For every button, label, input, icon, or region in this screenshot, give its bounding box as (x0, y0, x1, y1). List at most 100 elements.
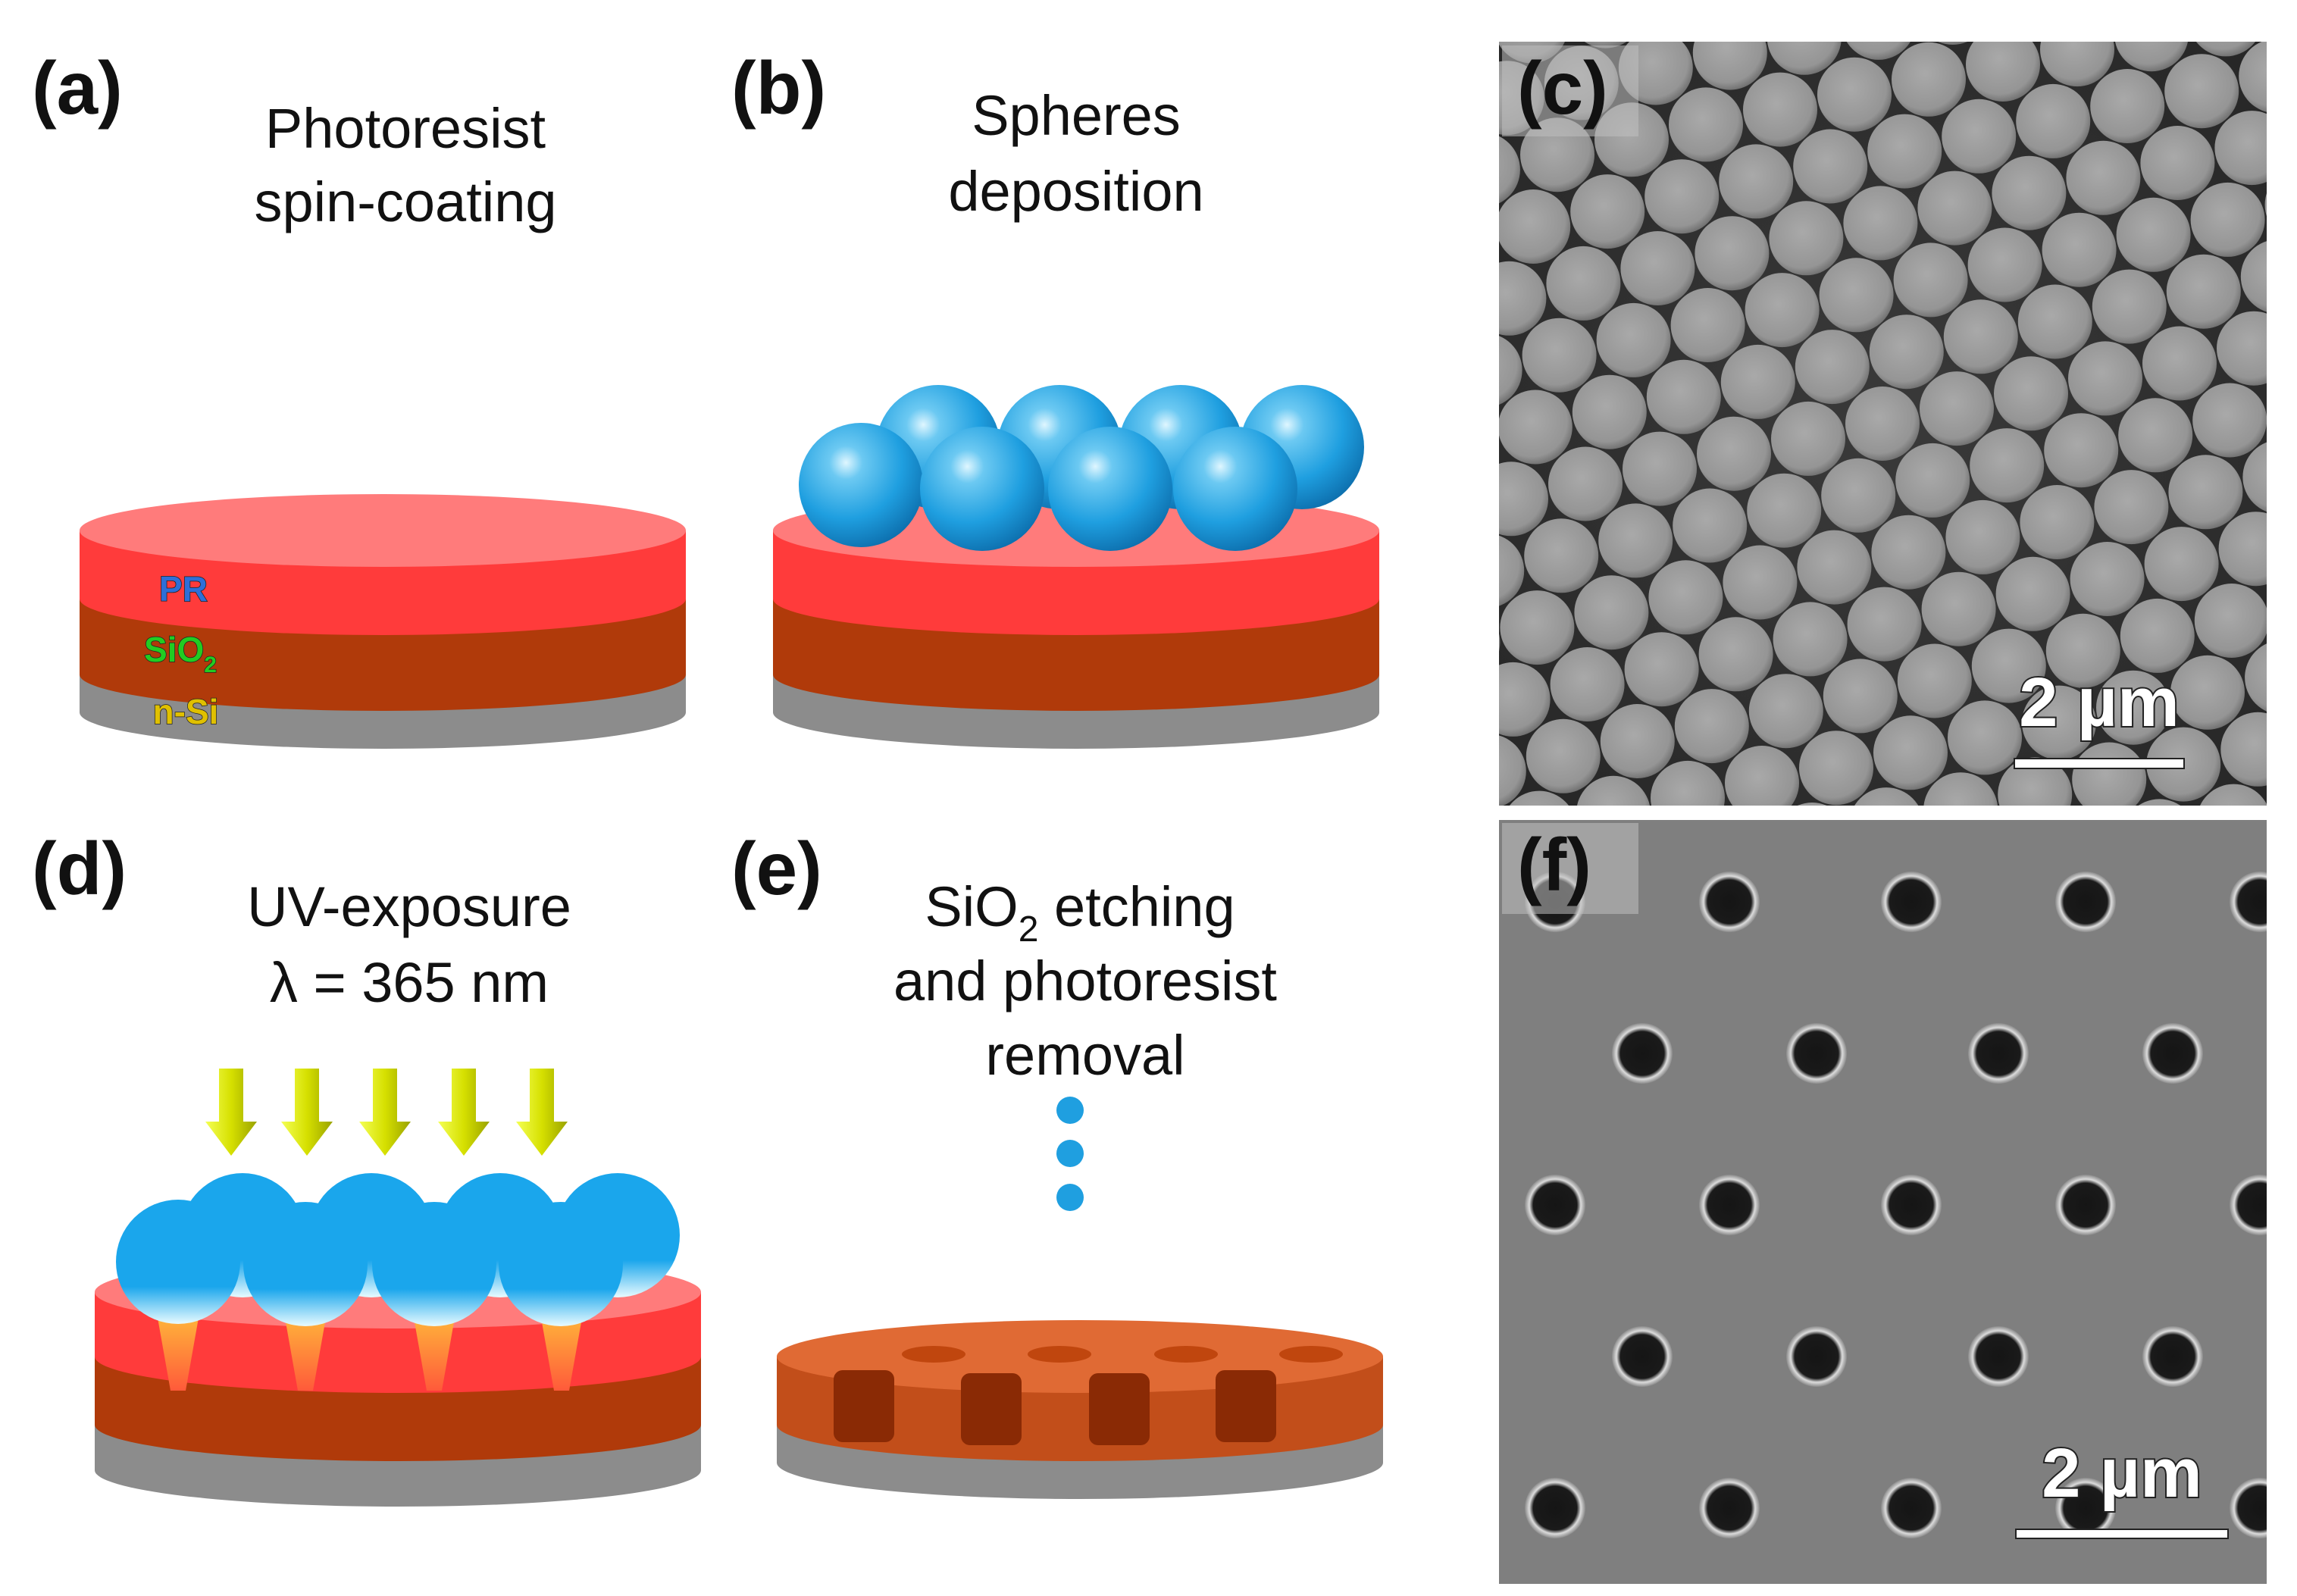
panel-a-title-line1: Photoresist (265, 97, 546, 160)
dot (1056, 1097, 1084, 1124)
sem-sphere (2218, 512, 2267, 587)
sem-sphere (1920, 371, 1994, 446)
sem-sphere (1499, 189, 1571, 264)
panel-c-label: (c) (1517, 46, 1608, 130)
sem-hole (1881, 1478, 1942, 1538)
sem-sphere (1719, 144, 1794, 219)
sem-sphere (1692, 42, 1767, 90)
sem-sphere (1821, 458, 1896, 533)
sem-sphere (1747, 473, 1822, 548)
sem-sphere (2068, 341, 2142, 416)
sphere-monolayer-b (799, 385, 1364, 551)
hole (902, 1346, 965, 1363)
sem-hole (2142, 1326, 2203, 1387)
sem-sphere (1846, 42, 1911, 60)
sem-sphere (1797, 530, 1872, 605)
sem-hole (1786, 1023, 1847, 1084)
sem-sphere (2118, 398, 2193, 473)
sem-sphere (2020, 485, 2095, 559)
sem-sphere (2195, 42, 2256, 57)
sem-sphere (2240, 241, 2267, 312)
sem-sphere (2017, 284, 2092, 359)
hole (1154, 1346, 1218, 1363)
sem-sphere (2200, 784, 2267, 806)
sem-sphere (2120, 598, 2195, 673)
sem-sphere (1499, 735, 1526, 806)
sem-sphere (1819, 258, 1894, 333)
sem-sphere (1869, 315, 1944, 390)
sem-sphere (1572, 374, 1647, 449)
sem-sphere (1797, 803, 1827, 806)
sem-sphere (1745, 273, 1820, 348)
uv-arrow (205, 1069, 257, 1156)
sphere (799, 423, 923, 547)
sem-hole (2230, 872, 2267, 932)
sem-sphere (1651, 760, 1725, 806)
sem-sphere (1938, 42, 1968, 45)
continuation-dots (1056, 1097, 1084, 1211)
sem-sphere (1845, 386, 1920, 461)
panel-f-label: (f) (1517, 823, 1591, 906)
nsi-layer-label: n-Si (153, 692, 219, 731)
sem-sphere (1720, 344, 1795, 419)
sem-sphere (2264, 192, 2267, 217)
sem-sphere (2140, 126, 2215, 200)
sem-sphere (1596, 302, 1671, 377)
sphere (372, 1202, 496, 1326)
sem-sphere (1854, 787, 1919, 806)
panel-d-title-line1: UV-exposure (247, 875, 571, 938)
sem-sphere (2040, 42, 2114, 87)
panel-b-label: (b) (731, 46, 826, 130)
sem-sphere (1998, 757, 2073, 806)
sem-hole (2055, 1478, 2116, 1538)
panel-e-title-line3: removal (985, 1024, 1184, 1087)
sem-sphere (2166, 254, 2241, 329)
panel-f-label-box (1502, 823, 1638, 914)
sem-sphere (1945, 499, 2020, 574)
sem-sphere (1674, 689, 1749, 764)
sem-hole (1699, 1478, 1760, 1538)
sem-sphere (1843, 186, 1918, 261)
sem-sphere (1620, 231, 1695, 305)
sem-sphere (2066, 140, 2141, 215)
panel-e-label: (e) (731, 827, 822, 910)
panel-b: (b) Spheres deposition (731, 46, 1379, 749)
sem-sphere (2016, 83, 2091, 158)
sem-sphere (2192, 383, 2267, 458)
sem-hole (2230, 1478, 2267, 1538)
sem-sphere (1942, 99, 2017, 174)
sphere (1173, 427, 1297, 551)
sem-sphere (1646, 359, 1721, 434)
sphere (243, 1202, 368, 1326)
panel-d-title-line2: λ = 365 nm (270, 951, 549, 1014)
scale-bar-label-f: 2 µm (2042, 1435, 2202, 1512)
sem-sphere (1522, 318, 1597, 393)
sem-sphere (1499, 662, 1551, 737)
photoresist-top (80, 494, 686, 567)
sem-sphere (1795, 330, 1870, 405)
sphere (499, 1202, 623, 1326)
sem-sphere (2144, 527, 2219, 602)
sem-sphere (1499, 535, 1525, 606)
sem-sphere (1584, 42, 1627, 49)
sem-sphere (1873, 715, 1948, 790)
sem-sphere (1509, 790, 1569, 806)
panel-a-title-line2: spin-coating (254, 171, 556, 233)
sem-sphere (1499, 336, 1522, 405)
sem-sphere (1499, 136, 1520, 204)
hole (1279, 1346, 1343, 1363)
panel-d-label: (d) (32, 827, 127, 910)
sem-sphere (1645, 159, 1720, 234)
sem-sphere (1817, 57, 1892, 132)
sem-sphere (2168, 455, 2243, 530)
sem-sphere (1943, 299, 2018, 374)
sphere-monolayer-d (116, 1173, 680, 1326)
sphere (1048, 427, 1172, 551)
sem-sphere (1970, 428, 2045, 503)
sem-sphere (1499, 462, 1548, 537)
sem-sphere (1643, 0, 1717, 33)
sem-sphere (1990, 0, 2064, 30)
wafer-stack-e (777, 1320, 1383, 1499)
sem-sphere (1524, 518, 1599, 593)
